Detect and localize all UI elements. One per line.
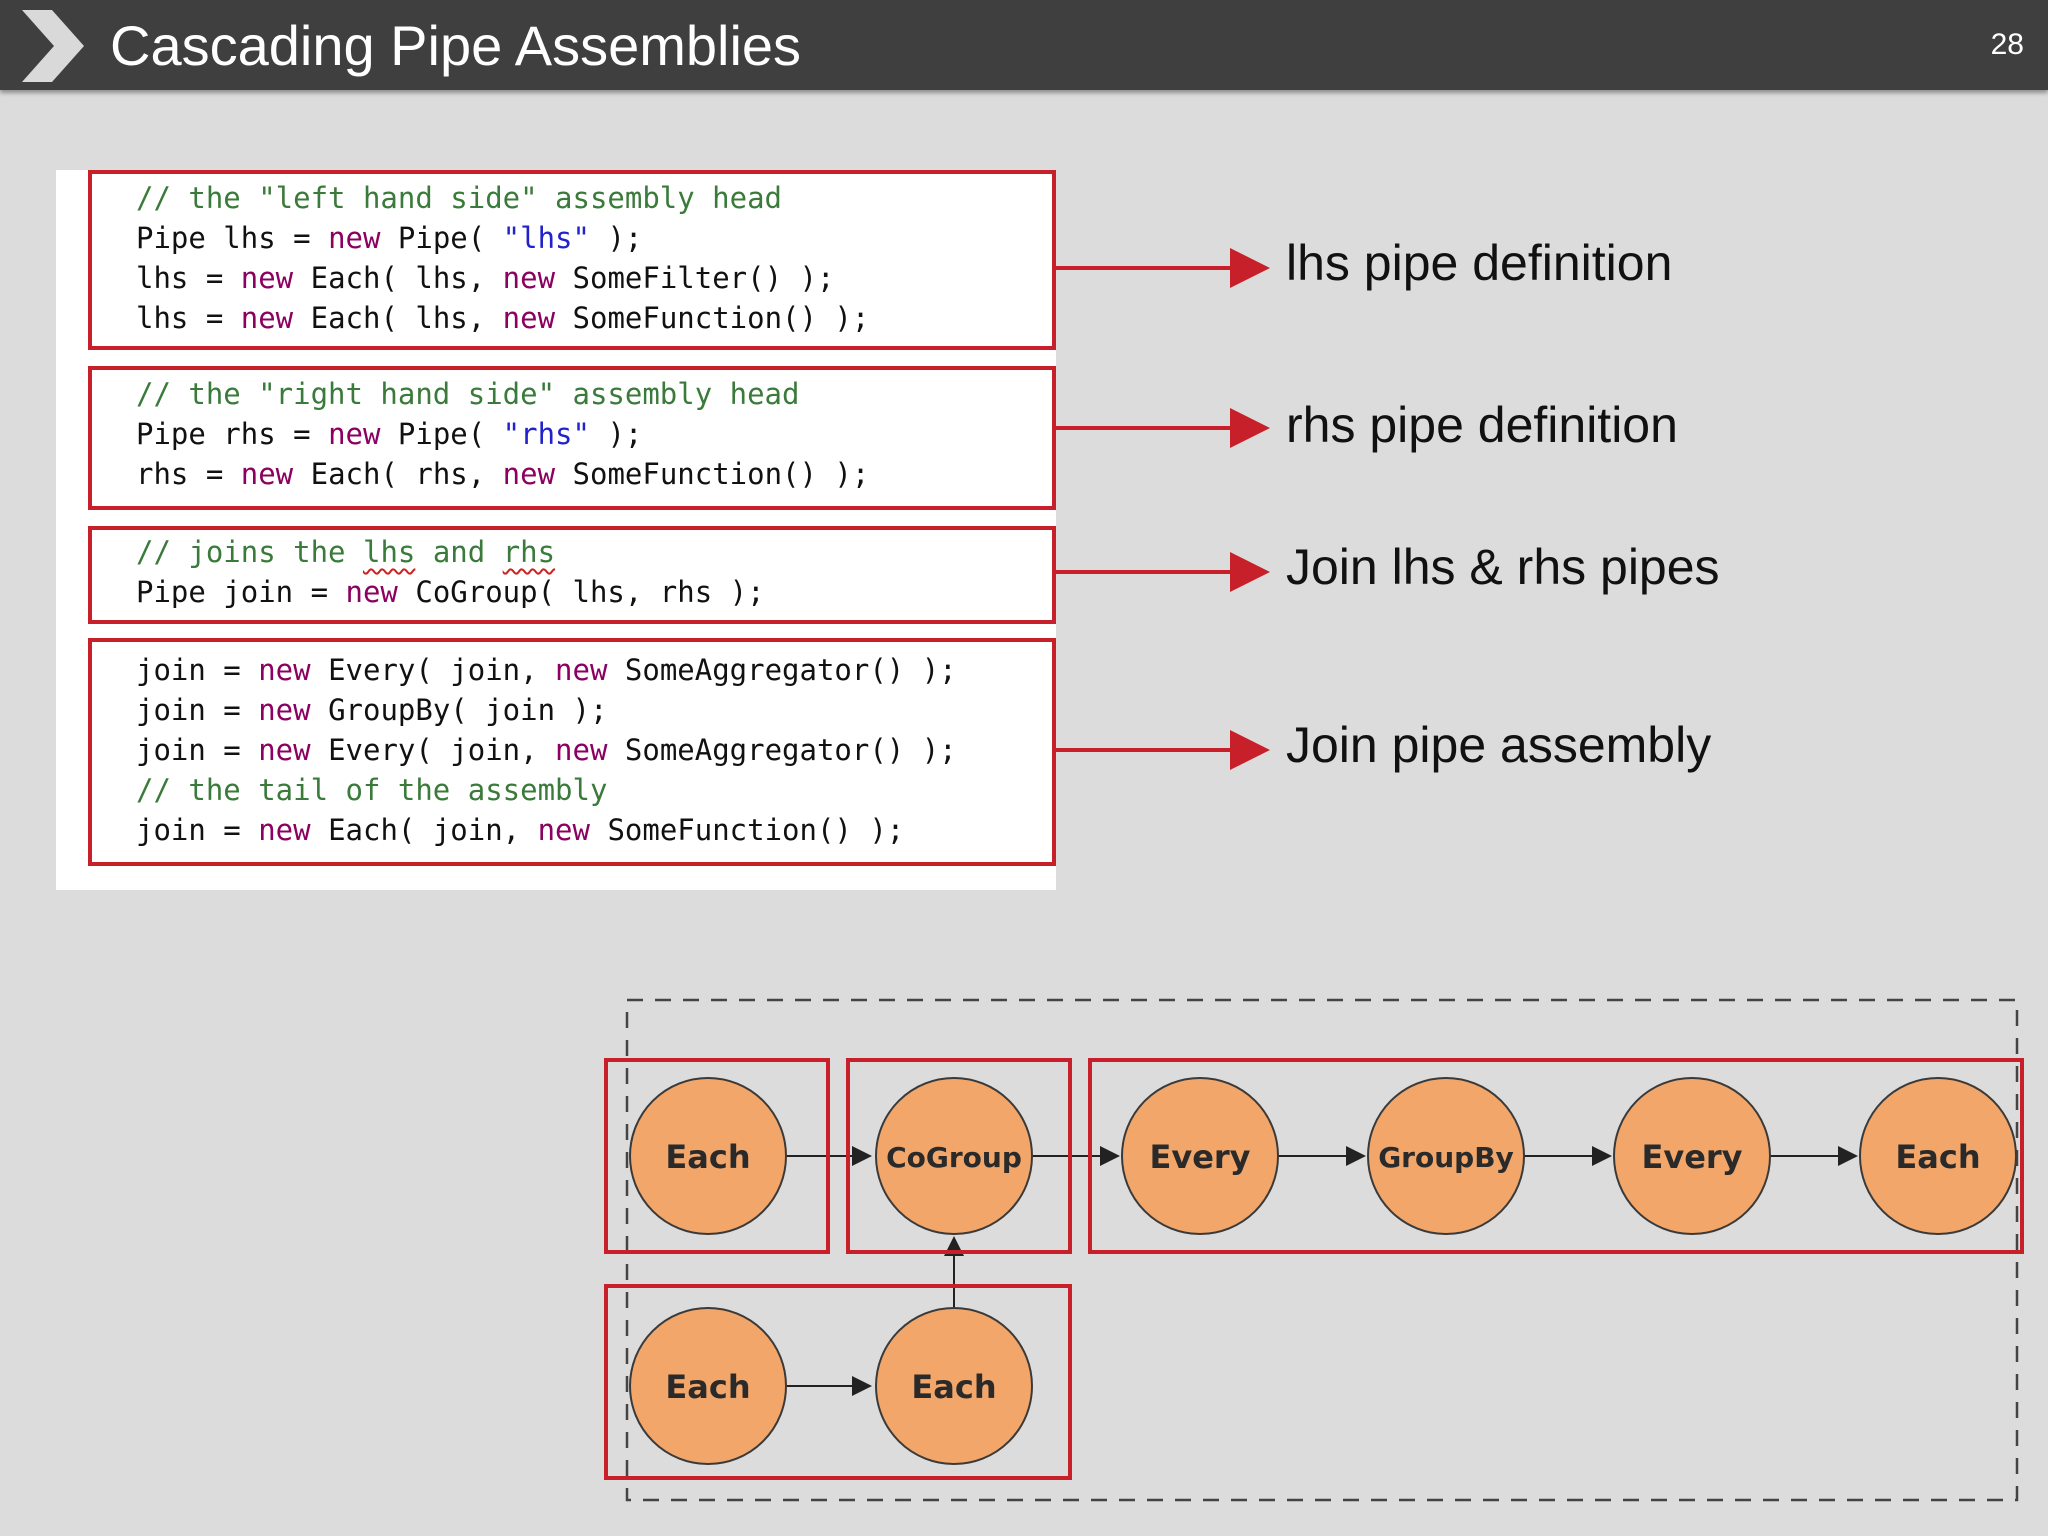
node-groupby <box>1367 1077 1525 1235</box>
annotation-assembly: Join pipe assembly <box>1286 717 1712 773</box>
code-keyword: new <box>328 221 381 255</box>
node-each <box>629 1307 787 1465</box>
node-label: Every <box>1149 1138 1250 1176</box>
code-line: Pipe join = new CoGroup( lhs, rhs ); <box>136 575 765 609</box>
code-token: ); <box>589 221 643 255</box>
node-each <box>629 1077 787 1235</box>
node-label: Every <box>1641 1138 1742 1176</box>
code-line: // the tail of the assembly <box>136 773 608 807</box>
slide-header: Cascading Pipe Assemblies 28 <box>0 0 2048 90</box>
slide-title: Cascading Pipe Assemblies <box>110 14 802 77</box>
code-line: join = new GroupBy( join ); <box>136 693 608 727</box>
highlight-assembly <box>1088 1058 2024 1254</box>
node-cogroup <box>875 1077 1033 1235</box>
code-line: // the "right hand side" assembly head <box>136 377 800 411</box>
code-block-join: // joins the lhs and rhs Pipe join = new… <box>88 526 1056 624</box>
node-label: Each <box>1895 1138 1980 1176</box>
code-line: // joins the lhs and rhs <box>136 535 556 569</box>
code-line: Pipe lhs = new Pipe( "lhs" ); <box>136 218 642 258</box>
annotation-lhs: lhs pipe definition <box>1286 235 1673 291</box>
code-line: join = new Every( join, new SomeAggregat… <box>136 733 957 767</box>
code-block-assembly: join = new Every( join, new SomeAggregat… <box>88 638 1056 866</box>
node-label: Each <box>665 1138 750 1176</box>
highlight-rhs <box>604 1284 1072 1480</box>
node-label: Each <box>911 1368 996 1406</box>
highlight-join <box>846 1058 1072 1254</box>
code-line: rhs = new Each( rhs, new SomeFunction() … <box>136 457 870 491</box>
code-line: Pipe rhs = new Pipe( "rhs" ); <box>136 417 643 451</box>
code-token: Pipe lhs = <box>136 221 329 255</box>
highlight-lhs <box>604 1058 830 1254</box>
code-token: Pipe( <box>380 221 503 255</box>
code-line: join = new Each( join, new SomeFunction(… <box>136 813 905 847</box>
code-string: "lhs" <box>502 221 590 255</box>
annotation-join: Join lhs & rhs pipes <box>1286 539 1720 595</box>
node-label: GroupBy <box>1378 1141 1514 1174</box>
node-label: CoGroup <box>886 1141 1022 1174</box>
code-line: lhs = new Each( lhs, new SomeFunction() … <box>136 301 870 335</box>
code-line: join = new Every( join, new SomeAggregat… <box>136 653 957 687</box>
node-every <box>1613 1077 1771 1235</box>
code-block-lhs: // the "left hand side" assembly head Pi… <box>88 170 1056 350</box>
node-label: Each <box>665 1368 750 1406</box>
code-line: // the "left hand side" assembly head <box>136 181 783 215</box>
code-block-rhs: // the "right hand side" assembly head P… <box>88 366 1056 510</box>
code-line: lhs = new Each( lhs, new SomeFilter() ); <box>136 261 835 295</box>
annotation-rhs: rhs pipe definition <box>1286 397 1678 453</box>
node-each <box>1859 1077 2017 1235</box>
node-each <box>875 1307 1033 1465</box>
node-every <box>1121 1077 1279 1235</box>
chevron-right-icon <box>22 10 84 82</box>
page-number: 28 <box>1990 28 2024 61</box>
